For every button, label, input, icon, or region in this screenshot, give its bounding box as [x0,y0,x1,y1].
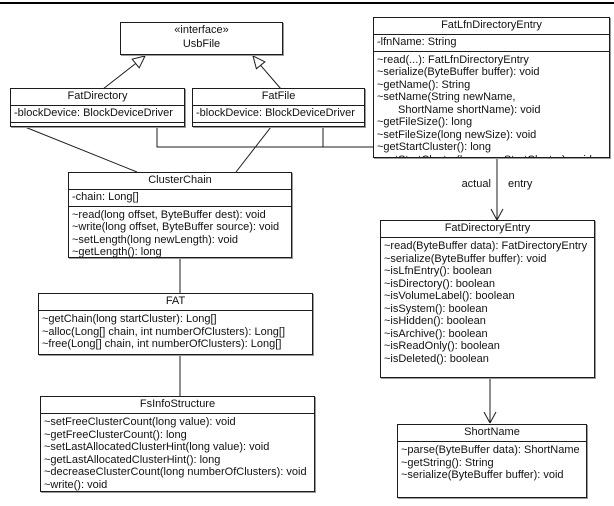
page-top-rule [0,2,614,4]
attribute: -chain: Long[] [72,191,139,203]
class-box-fsinfostructure: FsInfoStructure ~setFreeClusterCount(lon… [40,396,315,492]
class-box-clusterchain: ClusterChain -chain: Long[] ~read(long o… [68,172,292,258]
method: ~read(...): FatLfnDirectoryEntry [377,53,529,66]
class-box-fatlfndirectoryentry: FatLfnDirectoryEntry -lfnName: String ~r… [373,17,610,158]
association-fatfile-clusterchain [235,126,272,173]
method: ~serialize(ByteBuffer buffer): void [401,469,564,481]
attributes-compartment: -lfnName: String [374,35,609,52]
class-box-fatdirectoryentry: FatDirectoryEntry ~read(ByteBuffer data)… [380,220,595,378]
method: ~getChain(long startCluster): Long[] [42,313,217,325]
method: ~write(long offset, ByteBuffer source): … [72,221,280,233]
stereotype-label: «interface» [174,24,229,36]
method: ~getFreeClusterCount(): long [44,428,187,441]
arrow-fatdirectoryentry-to-shortname [483,378,497,424]
method: ~write(): void [44,478,108,491]
method: ~serialize(ByteBuffer buffer): void [377,66,540,78]
method: ~isLfnEntry(): boolean [384,265,492,277]
class-title-fsinfostructure: FsInfoStructure [41,397,314,414]
class-title-shortname: ShortName [398,425,586,442]
class-title-fat: FAT [39,294,312,311]
method: ~isSystem(): boolean [384,302,488,315]
attributes-compartment: -blockDevice: BlockDeviceDriver [193,106,364,123]
method: ~free(Long[] chain, int numberOfClusters… [42,338,282,350]
method: ~setFileSize(long newSize): void [377,128,537,141]
attributes-compartment: -chain: Long[] [69,190,291,207]
method: ~isArchive(): boolean [384,327,488,340]
method: ~getName(): String [377,78,471,91]
method: ~setLength(long newLength): void [72,233,239,246]
method: ~isReadOnly(): boolean [384,340,500,352]
class-box-usbfile: «interface» UsbFile [120,22,283,55]
method: ~setLastAllocatedClusterHint(long value)… [44,441,270,453]
method: ~setName(String newName, [377,91,516,103]
method: ~getStartCluster(): long [377,141,492,153]
class-box-fatdirectory: FatDirectory -blockDevice: BlockDeviceDr… [10,88,185,127]
method: ~read(long offset, ByteBuffer dest): voi… [72,208,266,221]
methods-compartment: ~parse(ByteBuffer data): ShortName ~getS… [398,442,586,482]
method: ~getLength(): long [72,246,162,258]
method: ~setStartCluster(long newStartCluster): … [374,154,609,158]
method: ~isVolumeLabel(): boolean [384,290,515,302]
generalization-fatfile-usbfile [252,55,282,90]
method: ~isDirectory(): boolean [384,277,495,290]
class-box-shortname: ShortName ~parse(ByteBuffer data): Short… [397,424,587,498]
method-continuation: ShortName shortName): void [398,103,541,116]
class-box-fat: FAT ~getChain(long startCluster): Long[]… [38,293,313,355]
methods-compartment: ~read(long offset, ByteBuffer dest): voi… [69,207,291,258]
association-fatdirectory-clusterchain [24,126,138,173]
class-title-fatlfndirectoryentry: FatLfnDirectoryEntry [374,18,609,35]
class-title-fatdirectoryentry: FatDirectoryEntry [381,221,594,238]
methods-compartment: ~read(ByteBuffer data): FatDirectoryEntr… [381,238,594,365]
class-title-usbfile: UsbFile [182,38,221,50]
attributes-compartment: -blockDevice: BlockDeviceDriver [11,106,184,123]
class-title-fatfile: FatFile [193,89,364,106]
method: ~isHidden(): boolean [384,315,486,327]
method: ~parse(ByteBuffer data): ShortName [401,444,580,456]
attribute: -blockDevice: BlockDeviceDriver [14,107,173,119]
method: ~getFileSize(): long [377,116,473,128]
method: ~alloc(Long[] chain, int numberOfCluster… [42,325,286,338]
method: ~decreaseClusterCount(long numberOfClust… [44,466,307,478]
attribute: -lfnName: String [377,36,457,48]
arrow-fatlfn-to-fatdirectoryentry [490,158,504,221]
class-box-fatfile: FatFile -blockDevice: BlockDeviceDriver [192,88,365,127]
method: ~getLastAllocatedClusterHint(): long [44,453,221,466]
generalization-fatdirectory-usbfile [102,55,146,90]
association-files-fatlfndirectoryentry [156,127,373,148]
class-title-clusterchain: ClusterChain [69,173,291,190]
method: ~setFreeClusterCount(long value): void [44,416,236,428]
methods-compartment: ~getChain(long startCluster): Long[] ~al… [39,311,312,351]
method: ~serialize(ByteBuffer buffer): void [384,252,547,265]
methods-compartment: ~read(...): FatLfnDirectoryEntry ~serial… [374,52,609,158]
method: ~read(ByteBuffer data): FatDirectoryEntr… [384,240,588,252]
attribute: -blockDevice: BlockDeviceDriver [196,107,355,119]
methods-compartment: ~setFreeClusterCount(long value): void ~… [41,414,314,491]
method: ~isDeleted(): boolean [384,352,489,365]
class-title-fatdirectory: FatDirectory [11,89,184,106]
method: ~getString(): String [401,456,494,469]
